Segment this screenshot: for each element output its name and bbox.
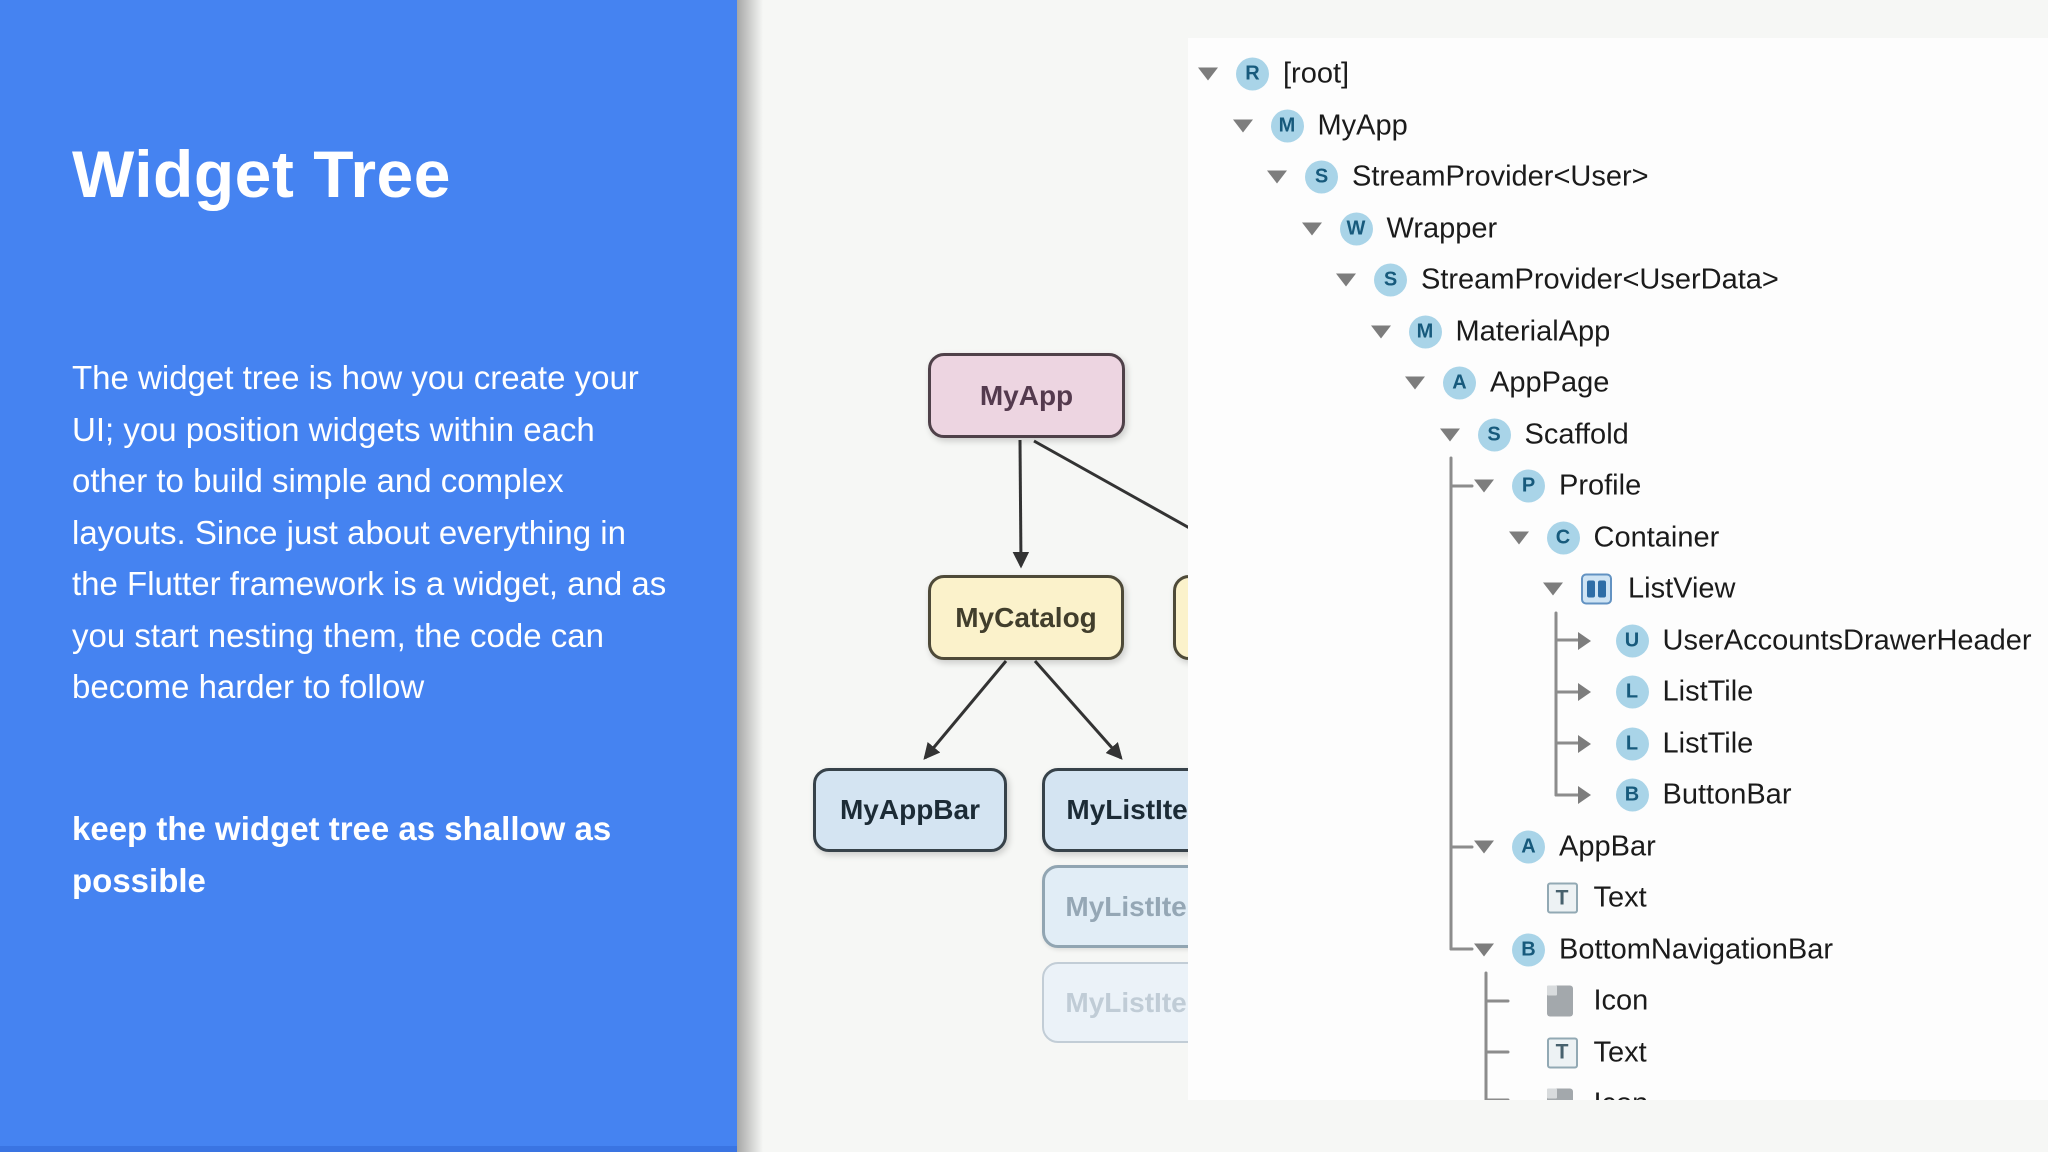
widget-badge-icon: M (1408, 315, 1442, 348)
tree-row-buttonbar[interactable]: B ButtonBar (1188, 769, 2048, 821)
tree-row-container[interactable]: C Container (1188, 512, 2048, 564)
tree-row-wrapper[interactable]: W Wrapper (1188, 203, 2048, 255)
tree-row-label: BottomNavigationBar (1559, 933, 1834, 965)
tree-row-scaffold[interactable]: S Scaffold (1188, 409, 2048, 461)
triangle-down-icon[interactable] (1232, 119, 1253, 132)
tree-row-label: ListTile (1662, 727, 1754, 759)
triangle-down-icon[interactable] (1474, 479, 1494, 493)
widget-badge-icon: W (1339, 212, 1373, 245)
tree-row-materialapp[interactable]: M MaterialApp (1188, 306, 2048, 358)
tree-row-myapp[interactable]: M MyApp (1188, 100, 2048, 152)
triangle-right-icon[interactable] (1577, 786, 1591, 804)
tree-row-streamprovider-user-[interactable]: S StreamProvider<User> (1188, 151, 2048, 203)
widget-badge-icon: L (1615, 675, 1649, 709)
tree-row-icon[interactable]: Icon (1188, 1078, 2048, 1100)
slide-emphasis-text: keep the widget tree as shallow as possi… (72, 810, 612, 899)
tree-row-label: StreamProvider<User> (1352, 160, 1649, 193)
tree-row-bottomnavigationbar[interactable]: B BottomNavigationBar (1188, 924, 2048, 976)
widget-badge-icon: B (1512, 933, 1545, 966)
tree-row-label: Scaffold (1524, 418, 1629, 450)
widget-badge-icon: S (1477, 418, 1511, 451)
tree-row-apppage[interactable]: A AppPage (1188, 357, 2048, 409)
widget-badge-icon: U (1615, 624, 1649, 657)
widget-badge-icon: A (1443, 366, 1476, 400)
widget-badge-icon: L (1615, 727, 1649, 760)
tree-row-listtile[interactable]: L ListTile (1188, 666, 2048, 718)
listview-icon (1581, 573, 1612, 605)
panel-bottom-strip (0, 1146, 737, 1152)
widget-badge-icon: S (1374, 263, 1407, 297)
diagram-node-mycatalog: MyCatalog (928, 575, 1124, 660)
tree-row-label: Profile (1559, 469, 1642, 502)
tree-row-appbar[interactable]: A AppBar (1188, 821, 2048, 873)
tree-row--root-[interactable]: R [root] (1188, 48, 2048, 100)
widget-badge-icon: R (1236, 57, 1269, 91)
tree-row-label: Icon (1593, 984, 1649, 1017)
triangle-down-icon[interactable] (1439, 428, 1460, 441)
widget-badge-icon: C (1546, 521, 1580, 554)
tree-row-icon[interactable]: Icon (1188, 975, 2048, 1027)
tree-row-useraccountsdrawerheader[interactable]: U UserAccountsDrawerHeader (1188, 615, 2048, 667)
document-icon (1546, 1088, 1573, 1100)
widget-badge-icon: P (1512, 469, 1545, 503)
triangle-down-icon[interactable] (1267, 170, 1287, 184)
triangle-down-icon[interactable] (1474, 943, 1494, 956)
triangle-down-icon[interactable] (1508, 531, 1529, 544)
triangle-down-icon[interactable] (1474, 840, 1494, 853)
triangle-right-icon[interactable] (1577, 734, 1591, 753)
tree-row-label: MyApp (1317, 109, 1408, 141)
text-widget-icon: T (1546, 1037, 1578, 1068)
tree-row-label: ListView (1628, 572, 1736, 605)
text-widget-icon: T (1546, 882, 1578, 914)
tree-connector-lines (1449, 456, 1580, 1100)
document-icon (1546, 985, 1573, 1017)
triangle-down-icon[interactable] (1198, 67, 1218, 81)
triangle-down-icon[interactable] (1301, 222, 1322, 235)
widget-badge-icon: A (1512, 830, 1545, 863)
tree-row-label: Wrapper (1386, 212, 1498, 244)
widget-badge-icon: B (1615, 778, 1649, 812)
widget-badge-icon: M (1270, 109, 1304, 142)
tree-row-profile[interactable]: P Profile (1188, 460, 2048, 512)
slide-paragraph: The widget tree is how you create your U… (72, 359, 667, 705)
tree-row-label: UserAccountsDrawerHeader (1662, 624, 2032, 656)
tree-row-label: StreamProvider<UserData> (1421, 263, 1779, 296)
tree-row-label: Container (1593, 521, 1720, 553)
tree-row-label: MaterialApp (1455, 315, 1611, 347)
triangle-down-icon[interactable] (1370, 325, 1391, 338)
diagram-arrow (1012, 439, 1030, 569)
triangle-down-icon[interactable] (1405, 376, 1425, 390)
tree-row-label: Text (1593, 881, 1647, 914)
tree-row-label: Text (1593, 1036, 1647, 1068)
tree-row-label: Icon (1594, 1088, 1649, 1101)
tree-row-label: [root] (1283, 57, 1350, 90)
tree-row-label: ListTile (1662, 675, 1754, 708)
triangle-down-icon[interactable] (1336, 273, 1356, 287)
diagram-arrow (923, 660, 1008, 760)
panel-edge-shadow (737, 0, 763, 1152)
triangle-right-icon[interactable] (1577, 631, 1591, 650)
diagram-node-myappbar: MyAppBar (813, 768, 1007, 852)
triangle-down-icon[interactable] (1543, 582, 1563, 596)
tree-row-streamprovider-userdata-[interactable]: S StreamProvider<UserData> (1188, 254, 2048, 306)
page-title: Widget Tree (72, 137, 451, 211)
tree-row-listview[interactable]: ListView (1188, 563, 2048, 615)
tree-row-text[interactable]: T Text (1188, 1027, 2048, 1079)
tree-row-label: AppBar (1559, 830, 1656, 862)
triangle-right-icon[interactable] (1577, 683, 1591, 701)
widget-badge-icon: S (1305, 160, 1338, 194)
tree-row-listtile[interactable]: L ListTile (1188, 718, 2048, 770)
tree-row-text[interactable]: T Text (1188, 872, 2048, 924)
tree-row-label: AppPage (1490, 366, 1610, 399)
diagram-arrow (1033, 660, 1123, 760)
diagram-node-myapp: MyApp (928, 353, 1125, 438)
tree-row-label: ButtonBar (1662, 778, 1792, 811)
slide-left-panel: Widget Tree The widget tree is how you c… (0, 0, 737, 1152)
